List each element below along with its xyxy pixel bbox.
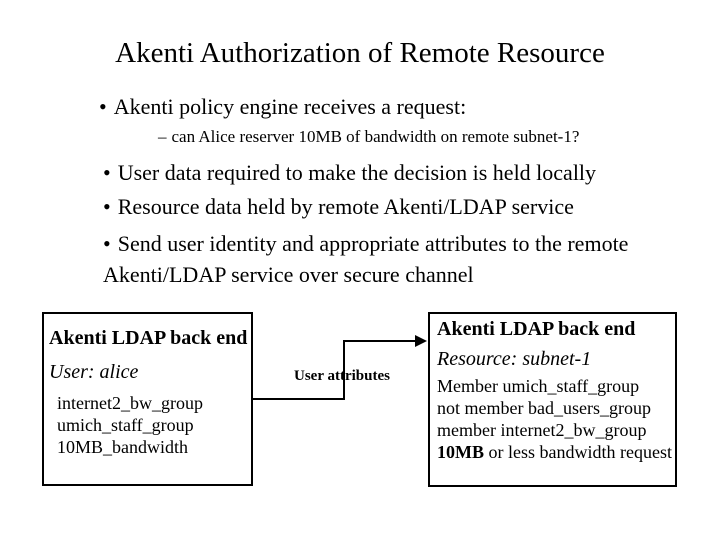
slide-title: Akenti Authorization of Remote Resource bbox=[115, 37, 605, 69]
right-box-subtitle: Resource: subnet-1 bbox=[437, 348, 592, 370]
left-box-attributes: internet2_bw_group umich_staff_group 10M… bbox=[49, 392, 251, 458]
bullet-icon: • bbox=[103, 194, 111, 219]
bullet-resource-data: •Resource data held by remote Akenti/LDA… bbox=[103, 194, 574, 220]
sub-bullet-text: can Alice reserver 10MB of bandwidth on … bbox=[171, 127, 580, 146]
right-box-policy-lines: Member umich_staff_group not member bad_… bbox=[437, 375, 675, 463]
left-ldap-box: Akenti LDAP back end User: alice interne… bbox=[42, 312, 253, 486]
policy-line: 10MB or less bandwidth request bbox=[437, 441, 675, 463]
bullet-user-data-text: User data required to make the decision … bbox=[117, 160, 597, 185]
policy-line: not member bad_users_group bbox=[437, 398, 651, 418]
right-ldap-box: Akenti LDAP back end Resource: subnet-1 … bbox=[428, 312, 677, 487]
left-box-title: Akenti LDAP back end bbox=[49, 327, 248, 349]
arrow-label: User attributes bbox=[294, 368, 390, 384]
bullet-request: •Akenti policy engine receives a request… bbox=[99, 94, 466, 120]
bullet-send-attributes-text: Send user identity and appropriate attri… bbox=[103, 231, 629, 287]
policy-line-rest: or less bandwidth request bbox=[484, 442, 672, 462]
dash-icon: – bbox=[158, 127, 167, 146]
bullet-user-data: •User data required to make the decision… bbox=[103, 160, 596, 186]
attribute-line: umich_staff_group bbox=[57, 415, 194, 435]
arrowhead-icon bbox=[415, 335, 427, 347]
left-box-subtitle: User: alice bbox=[49, 361, 139, 383]
right-box-title: Akenti LDAP back end bbox=[437, 318, 636, 340]
attribute-line: internet2_bw_group bbox=[57, 393, 203, 413]
bullet-send-attributes: •Send user identity and appropriate attr… bbox=[103, 228, 668, 290]
bullet-resource-data-text: Resource data held by remote Akenti/LDAP… bbox=[117, 194, 574, 219]
attribute-line: 10MB_bandwidth bbox=[57, 437, 189, 457]
policy-line: member internet2_bw_group bbox=[437, 420, 647, 440]
bullet-request-text: Akenti policy engine receives a request: bbox=[113, 94, 467, 119]
sub-bullet-request-detail: –can Alice reserver 10MB of bandwidth on… bbox=[158, 127, 579, 147]
policy-line-bold-part: 10MB bbox=[437, 442, 484, 462]
policy-line: Member umich_staff_group bbox=[437, 376, 640, 396]
bullet-icon: • bbox=[103, 160, 111, 185]
bullet-icon: • bbox=[103, 231, 111, 256]
bullet-icon: • bbox=[99, 94, 107, 119]
